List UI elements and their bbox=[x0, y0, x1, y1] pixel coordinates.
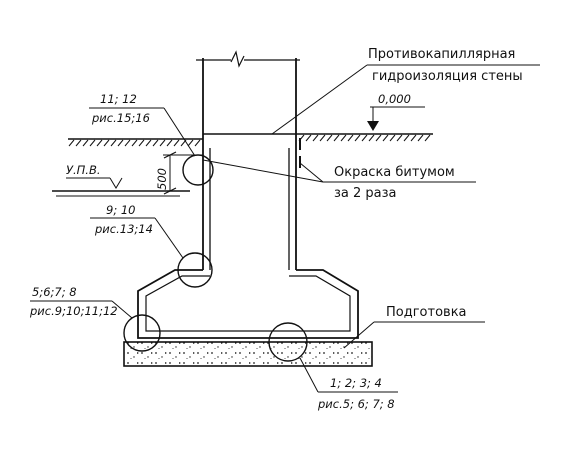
ground-surface bbox=[68, 133, 433, 147]
groundwater-label: У.П.В. bbox=[66, 163, 101, 177]
preparation-callout: Подготовка bbox=[343, 305, 485, 349]
detail-circles bbox=[123, 154, 308, 362]
preparation-layer bbox=[123, 341, 373, 367]
bitumen-callout: Окраска битумом за 2 раза bbox=[202, 159, 476, 201]
bitumen-label-1: Окраска битумом bbox=[334, 165, 455, 180]
level-mark: 0,000 bbox=[367, 92, 425, 131]
ref-9-10-number: 9; 10 bbox=[106, 203, 135, 217]
reference-5-8: 5;6;7; 8 рис.9;10;11;12 bbox=[29, 285, 133, 319]
reference-1-4: 1; 2; 3; 4 рис.5; 6; 7; 8 bbox=[299, 357, 398, 411]
ref-5-8-number: 5;6;7; 8 bbox=[32, 285, 77, 299]
detail-circle-9-10 bbox=[177, 252, 213, 288]
bitumen-label-2: за 2 раза bbox=[334, 186, 397, 201]
ref-9-10-figure: рис.13;14 bbox=[94, 222, 153, 236]
waterproofing-label-1: Противокапиллярная bbox=[368, 47, 515, 62]
ref-11-12-number: 11; 12 bbox=[100, 92, 137, 106]
wall bbox=[196, 50, 301, 270]
waterproofing-callout: Противокапиллярная гидроизоляция стены bbox=[271, 47, 540, 135]
groundwater-level: У.П.В. bbox=[52, 163, 190, 197]
ref-1-4-figure: рис.5; 6; 7; 8 bbox=[317, 397, 395, 411]
reference-9-10: 9; 10 рис.13;14 bbox=[90, 203, 184, 259]
waterproofing-label-2: гидроизоляция стены bbox=[372, 69, 523, 84]
ref-5-8-figure: рис.9;10;11;12 bbox=[29, 304, 118, 318]
detail-circle-5-8 bbox=[123, 314, 161, 352]
preparation-label: Подготовка bbox=[386, 305, 467, 320]
dimension-500-label: 500 bbox=[155, 168, 169, 190]
ref-11-12-figure: рис.15;16 bbox=[91, 111, 150, 125]
reference-11-12: 11; 12 рис.15;16 bbox=[89, 92, 196, 157]
ref-1-4-number: 1; 2; 3; 4 bbox=[330, 376, 382, 390]
detail-circle-11-12 bbox=[182, 154, 214, 186]
detail-circle-1-4 bbox=[268, 322, 308, 362]
footing bbox=[137, 269, 359, 339]
dimension-500: 500 bbox=[155, 151, 203, 195]
level-mark-label: 0,000 bbox=[378, 92, 411, 106]
